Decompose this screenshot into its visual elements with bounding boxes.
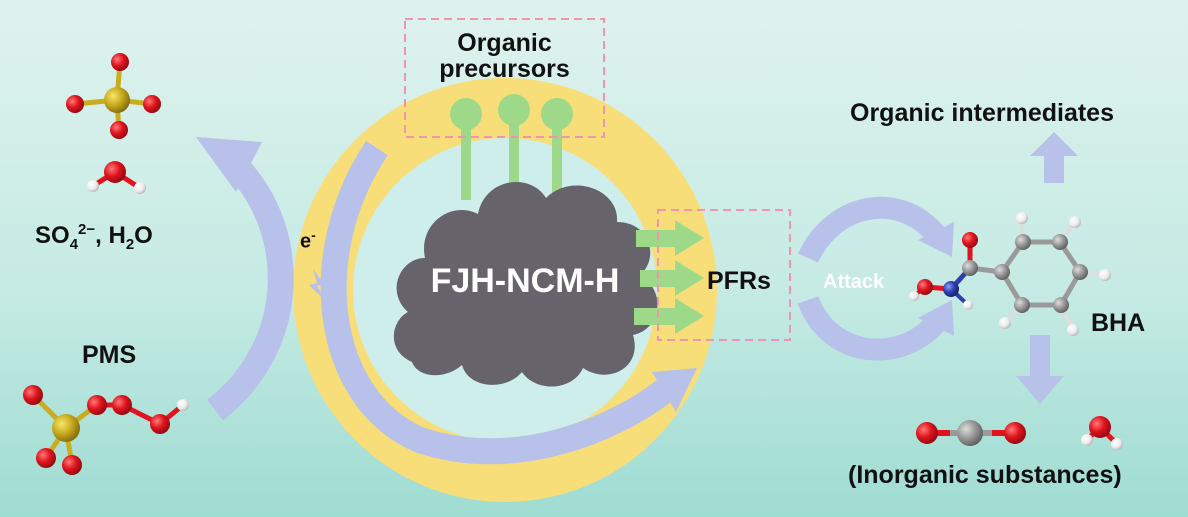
- lightning-icon: [309, 269, 327, 302]
- bha-molecule-icon: [909, 212, 1111, 336]
- attack-label: Attack: [823, 271, 885, 293]
- co2-molecule-icon: [916, 420, 1026, 446]
- water-molecule-icon-right: [1081, 416, 1123, 450]
- pms-label: PMS: [82, 341, 137, 369]
- arrow-up-intermediates: [1030, 132, 1078, 183]
- organic-intermediates-label: Organic intermediates: [850, 99, 1114, 127]
- catalyst-label: FJH-NCM-H: [430, 262, 620, 300]
- catalyst-cloud: [393, 182, 658, 387]
- ring-electron-arrowhead: [652, 368, 697, 412]
- left-cycle-arrowhead: [196, 137, 262, 192]
- attack-arrow-top: [798, 196, 950, 264]
- attack-arrowhead-bottom: [918, 300, 954, 336]
- precursors-dashed-box: [404, 18, 605, 138]
- so4-h2o-label: SO42−, H2O: [35, 221, 153, 253]
- pfr-arrows: [634, 220, 704, 334]
- electron-label: e-: [300, 227, 316, 253]
- attack-arrow-bottom: [797, 295, 949, 361]
- precursor-stalks: [450, 94, 573, 200]
- bha-label: BHA: [1091, 309, 1146, 337]
- sulfate-molecule-icon: [66, 53, 161, 139]
- attack-arrowhead-top: [918, 222, 954, 257]
- arrow-down-inorganic: [1016, 335, 1064, 404]
- water-molecule-icon: [87, 161, 146, 194]
- organic-precursors-label: Organic precursors: [439, 29, 570, 84]
- inorganic-substances-label: (Inorganic substances): [848, 461, 1122, 489]
- pfrs-label: PFRs: [707, 267, 771, 295]
- left-cycle-arrow: [206, 150, 294, 421]
- pms-molecule-icon: [23, 385, 189, 475]
- ring-electron-arrow: [320, 140, 677, 465]
- pfrs-dashed-box: [657, 209, 791, 341]
